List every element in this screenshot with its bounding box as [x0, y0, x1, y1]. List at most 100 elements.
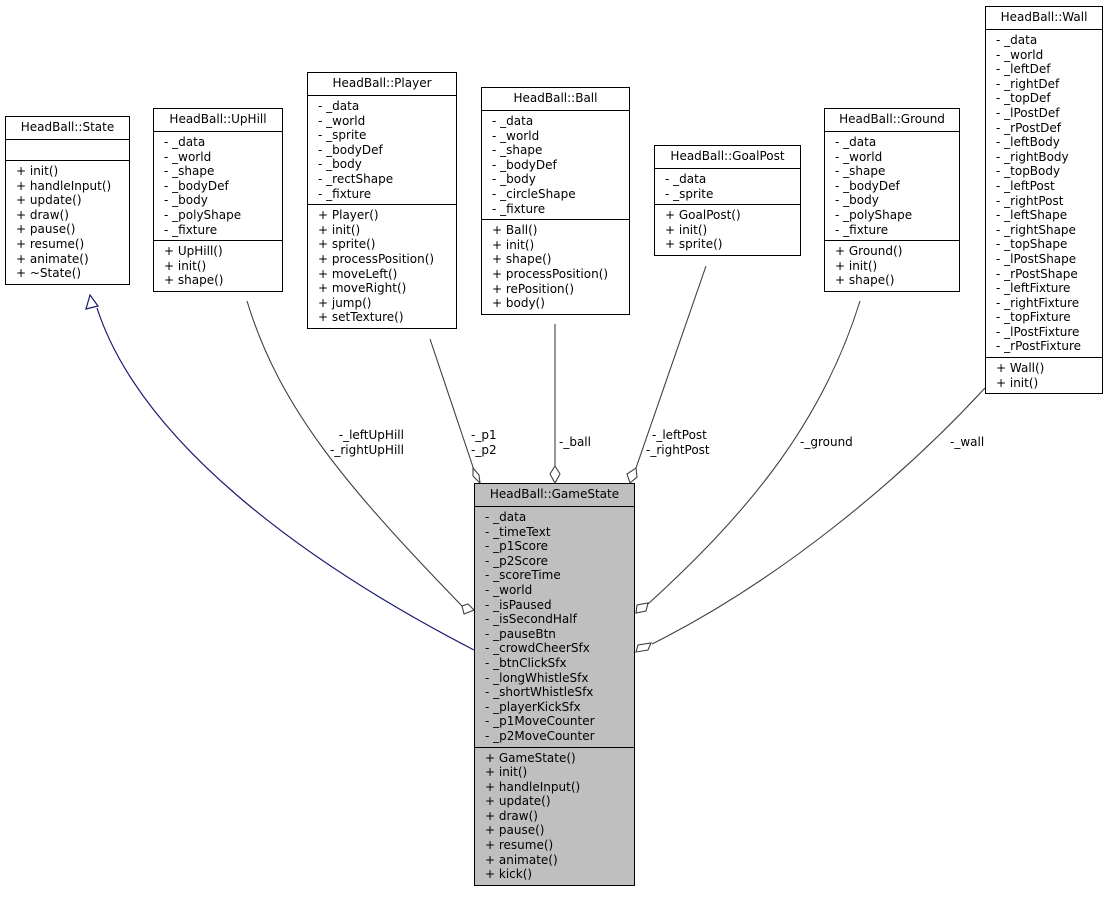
- method: + body(): [492, 296, 545, 311]
- attribute-section: - _data - _world - _shape - _bodyDef - _…: [825, 132, 959, 240]
- method: + kick(): [485, 867, 533, 882]
- attribute: - _leftPost: [996, 178, 1055, 193]
- attribute: - _bodyDef: [318, 142, 383, 157]
- method-section: + GameState() + init() + handleInput() +…: [475, 746, 634, 885]
- attribute: - _bodyDef: [835, 178, 900, 193]
- attribute: - _bodyDef: [164, 178, 229, 193]
- attribute: - _rPostShape: [996, 266, 1078, 281]
- method: + Wall(): [996, 361, 1045, 376]
- attribute: - _circleShape: [492, 186, 576, 201]
- method: + init(): [492, 237, 535, 252]
- edge-label-wall: -_wall: [950, 435, 984, 450]
- attribute: - _p1Score: [485, 539, 549, 554]
- method: + sprite(): [665, 237, 723, 252]
- edge-label-line: -_wall: [950, 435, 985, 449]
- edge-label-line: -_leftUpHill: [338, 428, 404, 442]
- method-section: + Player() + init() + sprite() + process…: [308, 204, 456, 328]
- method: + init(): [318, 222, 361, 237]
- method: + init(): [996, 375, 1039, 390]
- association-edge-player: [429, 338, 475, 471]
- method: + GoalPost(): [665, 208, 741, 223]
- method: + init(): [835, 258, 878, 273]
- attribute: - _rPostFixture: [996, 339, 1082, 354]
- attribute: - _body: [164, 193, 208, 208]
- attribute: - _rightShape: [996, 222, 1076, 237]
- method: + moveLeft(): [318, 266, 398, 281]
- method: + shape(): [492, 252, 552, 267]
- class-box-wall[interactable]: HeadBall::Wall - _data - _world - _leftD…: [985, 6, 1103, 395]
- class-box-player[interactable]: HeadBall::Player - _data - _world - _spr…: [307, 72, 457, 329]
- attribute: - _p2MoveCounter: [485, 728, 595, 743]
- attribute-section: [6, 140, 129, 160]
- attribute: - _timeText: [485, 524, 551, 539]
- edge-label-line: -_ground: [800, 435, 853, 449]
- attribute: - _rightBody: [996, 149, 1069, 164]
- attribute: - _rightFixture: [996, 295, 1080, 310]
- attribute: - _playerKickSfx: [485, 699, 581, 714]
- class-box-ball[interactable]: HeadBall::Ball - _data - _world - _shape…: [481, 87, 630, 315]
- method: + draw(): [485, 808, 538, 823]
- method-section: + UpHill() + init() + shape(): [154, 240, 282, 291]
- attribute: - _rightDef: [996, 76, 1060, 91]
- edge-label-player: -_p1 -_p2: [471, 428, 497, 457]
- class-box-ground[interactable]: HeadBall::Ground - _data - _world - _sha…: [824, 108, 960, 292]
- method: + Ground(): [835, 244, 903, 259]
- attribute: - _bodyDef: [492, 157, 557, 172]
- method: + pause(): [485, 823, 545, 838]
- method: + update(): [16, 193, 82, 208]
- attribute: - _rPostDef: [996, 120, 1062, 135]
- association-edge-wall: [651, 387, 986, 645]
- edge-label-line: -_p1: [471, 428, 497, 442]
- attribute: - _btnClickSfx: [485, 655, 567, 670]
- class-box-gamestate[interactable]: HeadBall::GameState - _data - _timeText …: [474, 483, 635, 886]
- attribute: - _polyShape: [164, 207, 242, 222]
- attribute: - _polyShape: [835, 207, 913, 222]
- method: + update(): [485, 794, 551, 809]
- attribute: - _world: [996, 47, 1044, 62]
- class-box-uphill[interactable]: HeadBall::UpHill - _data - _world - _sha…: [153, 108, 283, 292]
- method: + processPosition(): [492, 266, 609, 281]
- method: + draw(): [16, 207, 69, 222]
- attribute: - _sprite: [318, 128, 367, 143]
- attribute: - _rightPost: [996, 193, 1064, 208]
- attribute: - _shape: [164, 164, 215, 179]
- aggregation-diamond-icon: [635, 642, 652, 653]
- attribute: - _world: [485, 582, 533, 597]
- method-section: + GoalPost() + init() + sprite(): [655, 204, 800, 255]
- class-box-goalpost[interactable]: HeadBall::GoalPost - _data - _sprite + G…: [654, 145, 801, 256]
- attribute: - _leftDef: [996, 62, 1051, 77]
- attribute: - _fixture: [318, 186, 372, 201]
- aggregation-diamond-icon: [635, 602, 649, 614]
- method: + Ball(): [492, 223, 538, 238]
- attribute: - _leftBody: [996, 135, 1060, 150]
- association-edge-ground: [647, 300, 861, 605]
- attribute-section: - _data - _world - _shape - _bodyDef - _…: [482, 111, 629, 219]
- attribute: - _sprite: [665, 186, 714, 201]
- attribute: - _data: [835, 135, 877, 149]
- aggregation-diamond-icon: [626, 467, 638, 484]
- attribute: - _shortWhistleSfx: [485, 685, 594, 700]
- attribute: - _world: [492, 128, 540, 143]
- attribute-section: - _data - _world - _shape - _bodyDef - _…: [154, 132, 282, 240]
- method: + animate(): [485, 852, 558, 867]
- method-section: + Wall() + init(): [986, 357, 1102, 393]
- class-title: HeadBall::GameState: [475, 484, 634, 507]
- method: + jump(): [318, 295, 372, 310]
- edge-label-ball: -_ball: [559, 435, 591, 450]
- aggregation-diamond-icon: [549, 464, 561, 485]
- class-box-state[interactable]: HeadBall::State + init() + handleInput()…: [5, 116, 130, 285]
- method: + sprite(): [318, 237, 376, 252]
- association-edge-goalpost: [635, 265, 707, 469]
- attribute: - _crowdCheerSfx: [485, 641, 590, 656]
- attribute: - _fixture: [835, 222, 889, 237]
- method: + init(): [16, 164, 59, 178]
- attribute: - _body: [835, 193, 879, 208]
- edge-label-line: -_leftPost: [652, 428, 707, 442]
- class-title: HeadBall::GoalPost: [655, 146, 800, 169]
- inheritance-edge-state: [96, 307, 475, 651]
- attribute: - _data: [164, 135, 206, 149]
- attribute: - _fixture: [164, 222, 218, 237]
- attribute-section: - _data - _world - _leftDef - _rightDef …: [986, 30, 1102, 357]
- attribute-section: - _data - _timeText - _p1Score - _p2Scor…: [475, 507, 634, 747]
- edge-label-ground: -_ground: [800, 435, 853, 450]
